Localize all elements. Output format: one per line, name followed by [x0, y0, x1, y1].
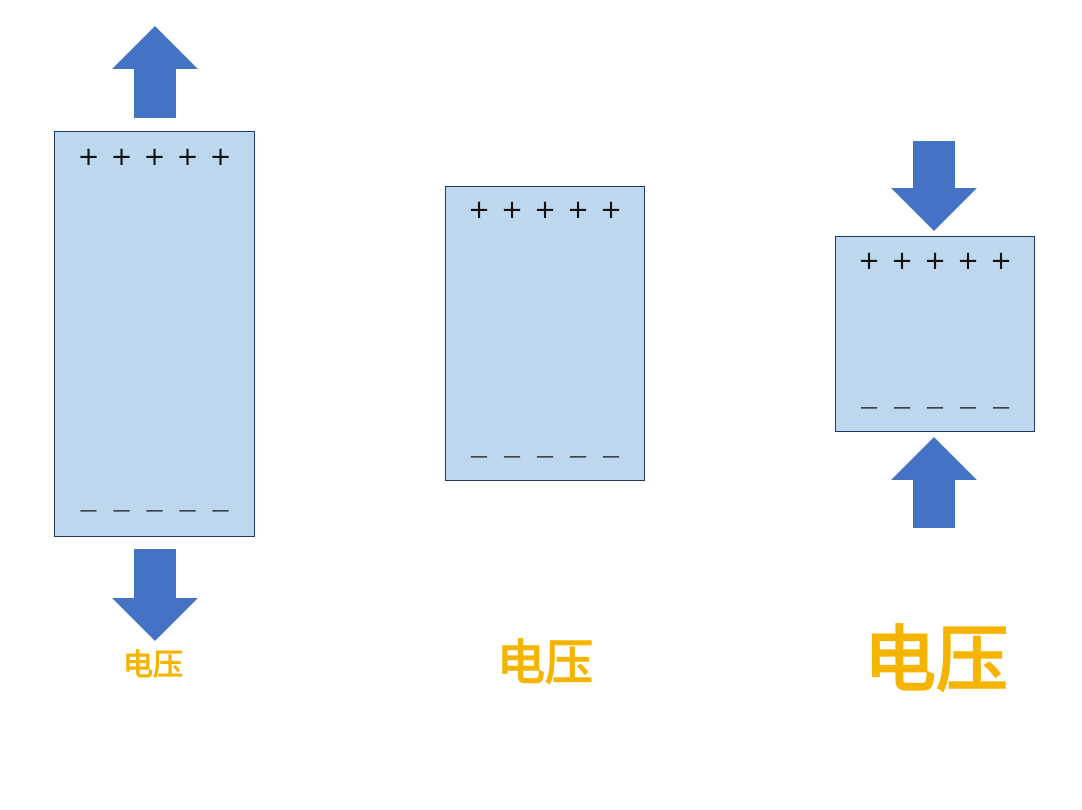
minus-sign: —: [112, 500, 131, 521]
positive-charges-2: + + + + +: [446, 197, 644, 223]
minus-sign: —: [569, 446, 587, 467]
plus-sign: +: [957, 246, 979, 276]
minus-sign: —: [602, 446, 620, 467]
minus-sign: —: [503, 446, 521, 467]
capacitor-1: + + + + + — — — — —: [54, 131, 255, 537]
plus-sign: +: [534, 195, 556, 225]
plus-sign: +: [858, 246, 880, 276]
plus-sign: +: [77, 142, 100, 172]
capacitor-2: + + + + + — — — — —: [445, 186, 645, 481]
positive-charges-1: + + + + +: [55, 144, 254, 170]
minus-sign: —: [536, 446, 554, 467]
minus-sign: —: [211, 500, 230, 521]
voltage-label-1: 电压: [123, 648, 183, 683]
voltage-label-2: 电压: [496, 635, 593, 691]
arrow-down-icon: [891, 141, 977, 231]
minus-sign: —: [860, 397, 878, 418]
plus-sign: +: [468, 195, 490, 225]
minus-sign: —: [178, 500, 197, 521]
minus-sign: —: [893, 397, 911, 418]
plus-sign: +: [110, 142, 133, 172]
plus-sign: +: [990, 246, 1012, 276]
plus-sign: +: [143, 142, 166, 172]
plus-sign: +: [209, 142, 232, 172]
capacitor-3: + + + + + — — — — —: [835, 236, 1035, 432]
arrow-up-icon: [112, 26, 198, 118]
plus-sign: +: [600, 195, 622, 225]
arrow-up-icon: [891, 437, 977, 528]
voltage-label-3: 电压: [863, 618, 1008, 702]
minus-sign: —: [959, 397, 977, 418]
arrow-down-icon: [112, 549, 198, 641]
plus-sign: +: [567, 195, 589, 225]
plus-sign: +: [891, 246, 913, 276]
minus-sign: —: [926, 397, 944, 418]
plus-sign: +: [924, 246, 946, 276]
negative-charges-3: — — — — —: [836, 395, 1034, 421]
plus-sign: +: [501, 195, 523, 225]
positive-charges-3: + + + + +: [836, 248, 1034, 274]
minus-sign: —: [470, 446, 488, 467]
negative-charges-2: — — — — —: [446, 444, 644, 470]
plus-sign: +: [176, 142, 199, 172]
minus-sign: —: [145, 500, 164, 521]
minus-sign: —: [992, 397, 1010, 418]
minus-sign: —: [79, 500, 98, 521]
negative-charges-1: — — — — —: [55, 498, 254, 524]
